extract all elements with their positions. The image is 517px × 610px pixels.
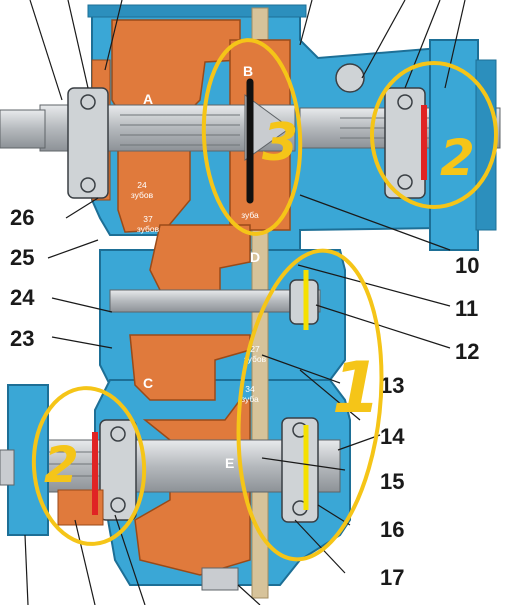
input-shaft-stub	[0, 109, 46, 149]
callout-11: 11	[455, 296, 478, 321]
input-shaft-cone	[244, 94, 291, 161]
gear-label: зуба	[241, 210, 259, 220]
breather-plug	[335, 63, 365, 93]
annotation-label-3: 3	[262, 113, 298, 173]
callout-26: 26	[10, 205, 34, 230]
callout-10: 10	[455, 253, 479, 278]
callout-24: 24	[10, 285, 35, 310]
zone-tag-c: C	[143, 375, 153, 391]
hand-annotations: 3 2 2 1	[31, 38, 498, 562]
annotation-label-2-front: 2	[440, 129, 475, 187]
callout-14: 14	[380, 424, 405, 449]
zone-tag-a: A	[143, 91, 153, 107]
annotation-label-1: 1	[332, 347, 381, 429]
gears	[91, 19, 291, 576]
bearing-ball	[80, 177, 96, 193]
callout-23: 23	[10, 326, 34, 351]
bearings	[67, 63, 426, 523]
bearing-ball	[110, 426, 126, 442]
callout-25: 25	[10, 245, 34, 270]
gear-block-c	[129, 334, 251, 401]
zone-tag-d: D	[250, 249, 260, 265]
drain-plug	[201, 567, 239, 591]
callout-13: 13	[380, 373, 404, 398]
markers	[92, 78, 427, 515]
callouts: 26 25 24 23 10 11 12 13 14 15 16 17	[10, 205, 479, 590]
bearing-ball	[80, 94, 96, 110]
annotation-circle-1	[236, 248, 384, 562]
rear-flange	[7, 384, 49, 536]
leader-lines	[24, 0, 466, 606]
rear-flange-nut	[0, 449, 15, 486]
bearing-rear-right	[281, 417, 319, 523]
annotation-circle-2-rear	[31, 386, 147, 546]
annotation-circle-2-front	[370, 61, 498, 209]
annotation-circle-3	[201, 38, 303, 236]
bearing-rear-left	[99, 419, 137, 521]
callout-16: 16	[380, 517, 404, 542]
intermediate-shaft	[109, 289, 321, 313]
callout-15: 15	[380, 469, 404, 494]
callout-12: 12	[455, 339, 479, 364]
callout-17: 17	[380, 565, 404, 590]
bearing-ball	[110, 497, 126, 513]
zone-tags: A B C D E	[143, 63, 260, 471]
annotation-label-2-rear: 2	[44, 436, 79, 494]
bearing-ball	[397, 94, 413, 110]
zone-tag-b: B	[243, 63, 253, 79]
zone-tag-e: E	[225, 455, 234, 471]
bearing-ball	[397, 174, 413, 190]
